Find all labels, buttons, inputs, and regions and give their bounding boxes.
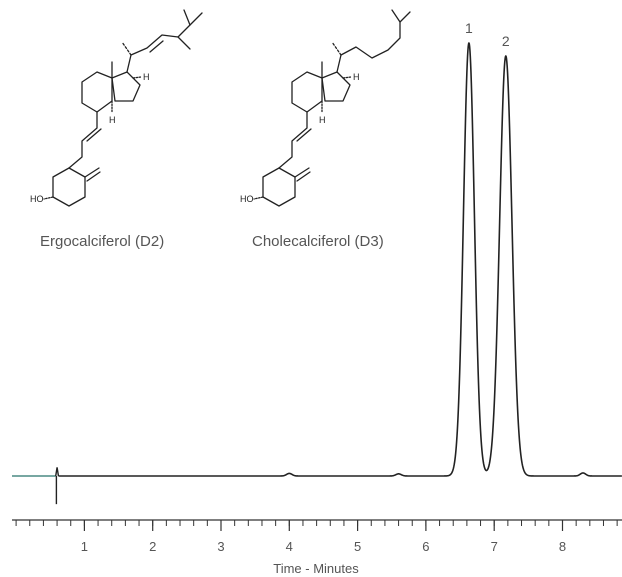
x-tick-label-4: 4 [286,539,293,554]
d2-side-methyl2 [177,36,191,50]
x-axis: 1 2 3 4 5 6 7 8 [12,519,622,554]
d2-side-chain [126,12,203,73]
d2-side-methyl3 [183,9,191,26]
d2-ring-d [111,71,141,102]
d2-ring-c [81,71,113,113]
x-tick-label-1: 1 [81,539,88,554]
x-tick-label-5: 5 [354,539,361,554]
peak-label-2: 2 [502,33,510,49]
compound-name-d2: Ergocalciferol (D2) [40,233,164,250]
x-tick-label-3: 3 [217,539,224,554]
x-tick-label-8: 8 [559,539,566,554]
d3-ring-c [291,71,323,113]
injection-spike-up [55,467,60,477]
d2-atom-ho: HO [30,194,44,204]
ergocalciferol-structure: H H HO [30,9,203,207]
peak-label-1: 1 [465,20,473,36]
d3-side-chain [336,9,401,73]
x-tick-label-7: 7 [491,539,498,554]
plot-area: 12 [12,20,622,505]
d2-side-double [149,40,164,53]
d3-ring-a [262,167,296,207]
d3-ring-d [321,71,351,102]
d3-atom-h2: H [319,115,326,125]
x-axis-label: Time - Minutes [273,561,359,576]
x-tick-label-2: 2 [149,539,156,554]
d3-atom-ho: HO [240,194,254,204]
d3-triene [278,111,308,169]
d2-atom-h2: H [109,115,116,125]
x-tick-label-6: 6 [422,539,429,554]
chromatogram-trace [57,42,622,477]
compound-name-d3: Cholecalciferol (D3) [252,233,384,250]
d2-atom-h1: H [143,72,150,82]
cholecalciferol-structure: H H HO [240,9,411,207]
d3-atom-h1: H [353,72,360,82]
d2-triene [68,111,98,169]
d2-side-methyl1 [121,41,132,56]
d2-ring-a [52,167,86,207]
